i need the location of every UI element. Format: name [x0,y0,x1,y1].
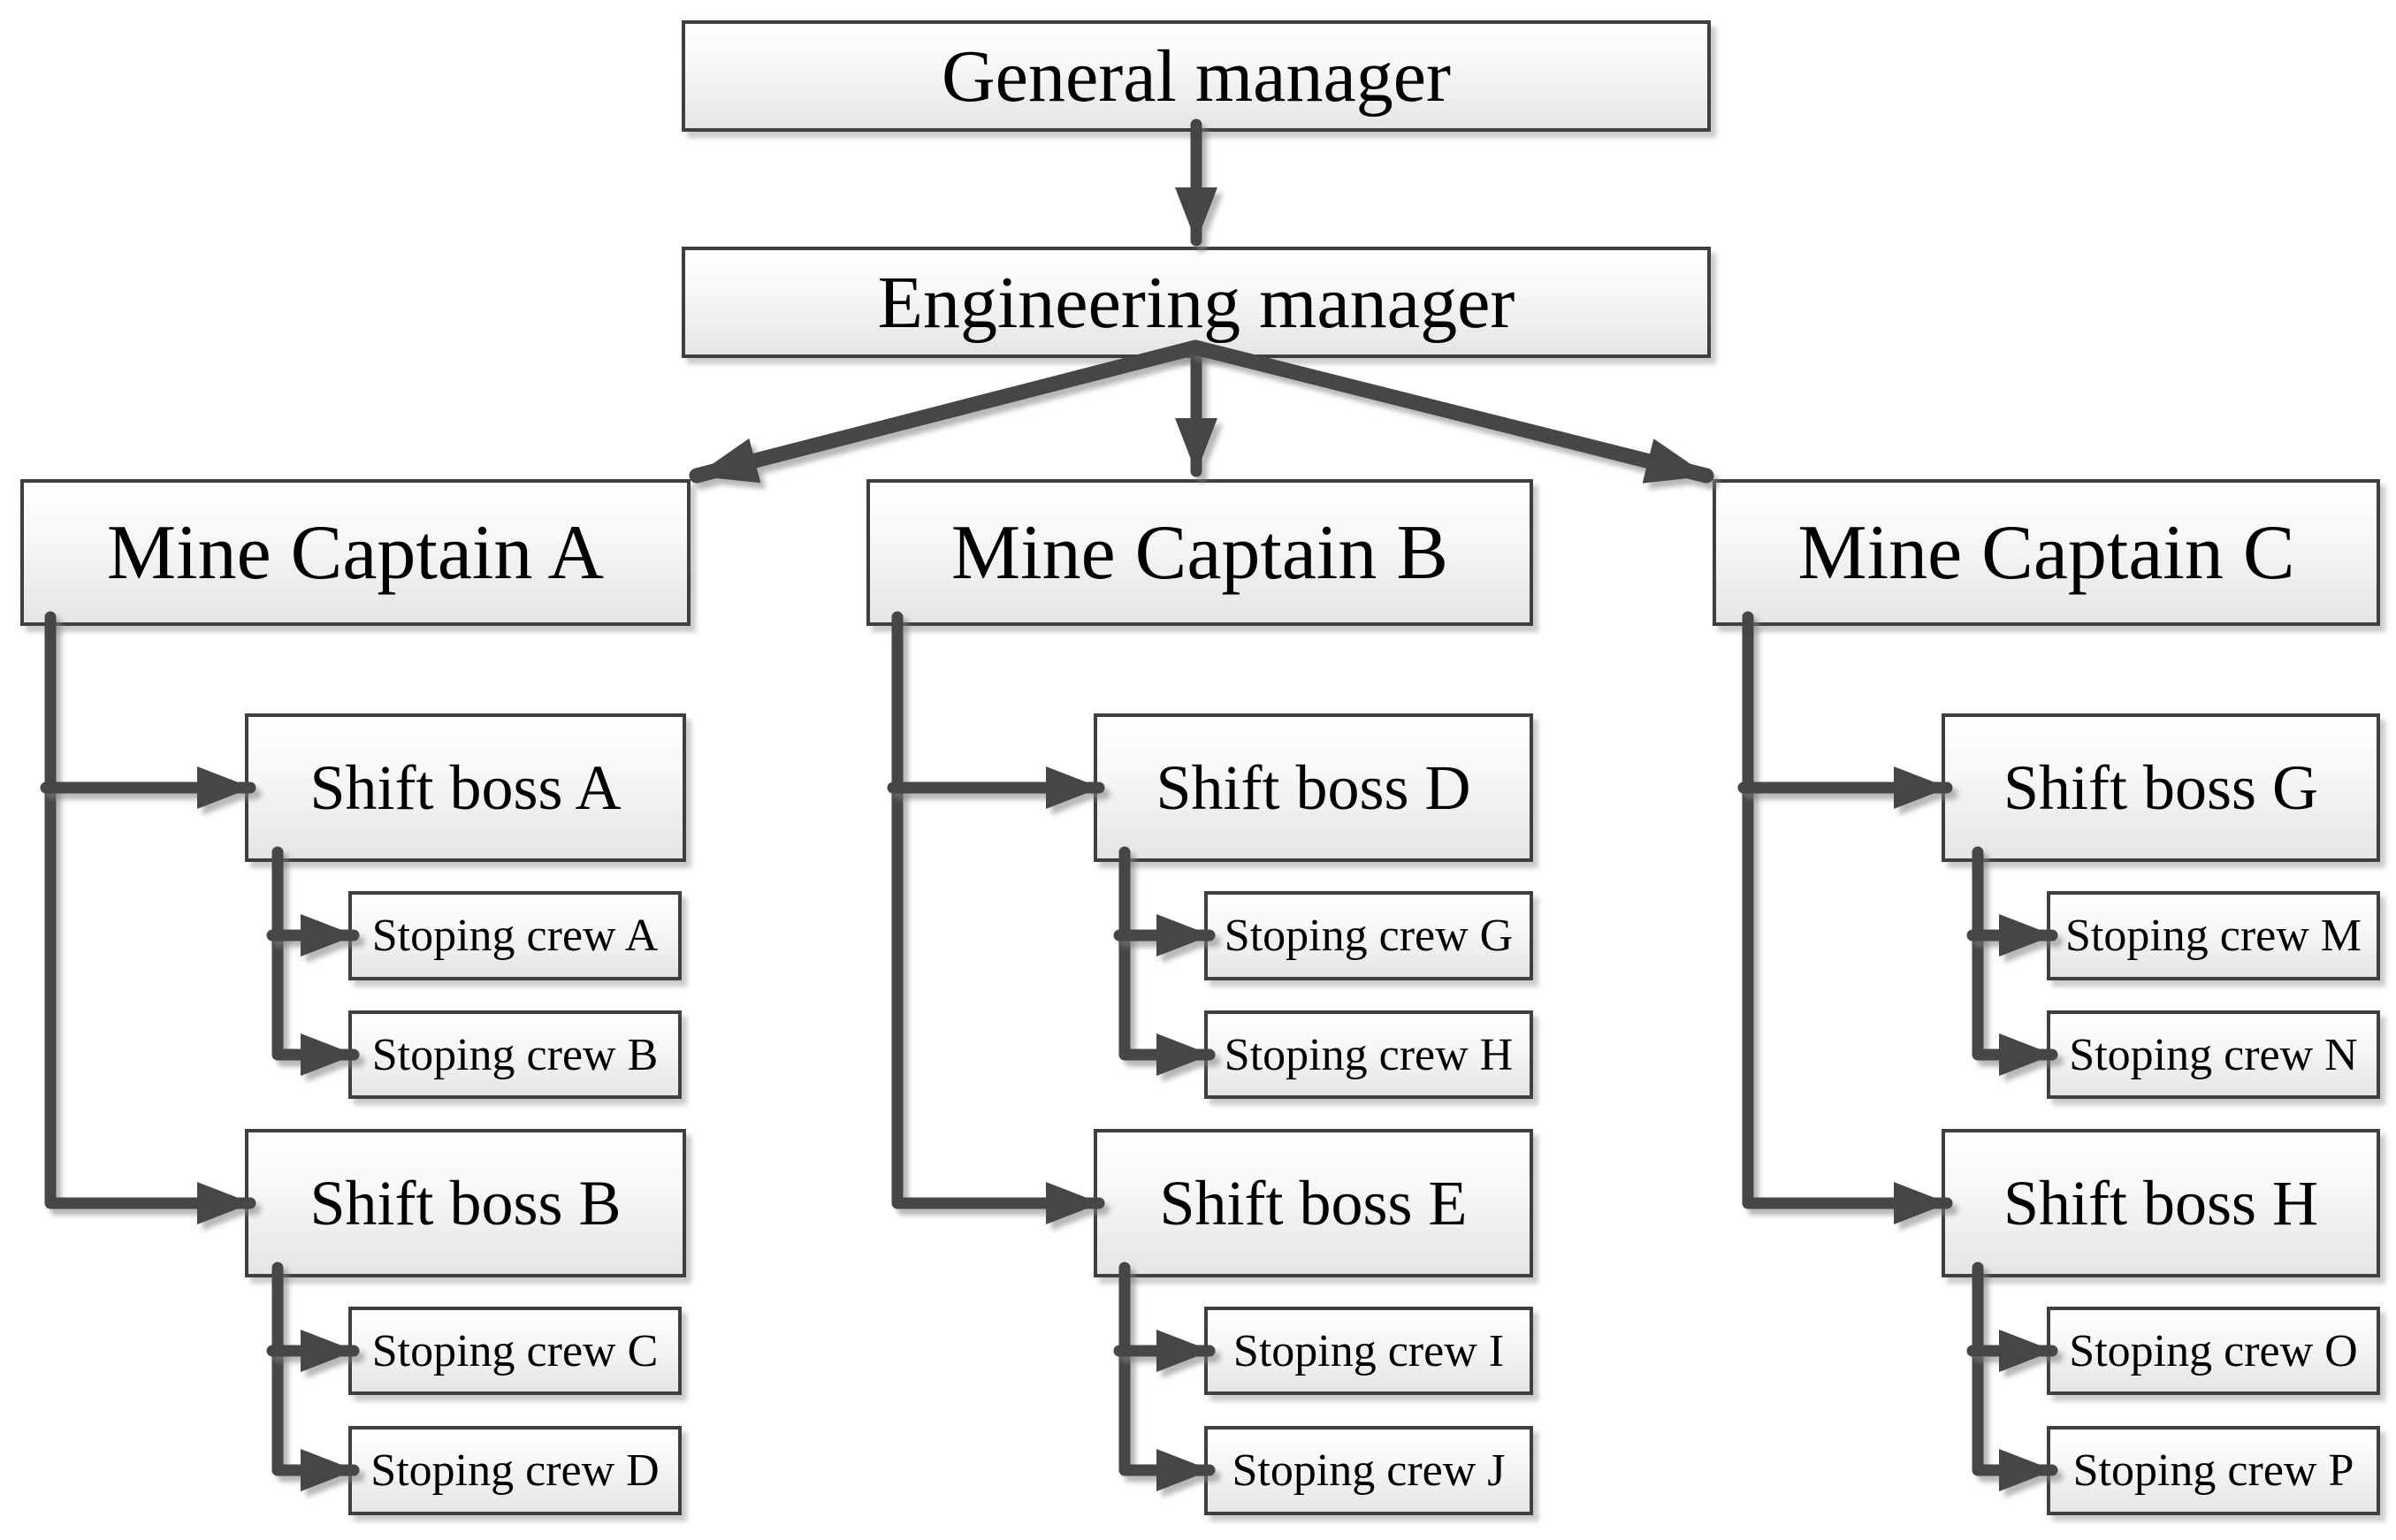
node-mine-captain-b-label: Mine Captain B [950,509,1449,596]
node-shift-boss-a: Shift boss A [245,713,686,862]
node-stoping-crew-m: Stoping crew M [2047,891,2380,980]
edge-captain-c-to-shift-boss-h [1742,611,1953,1224]
node-mine-captain-a-label: Mine Captain A [106,509,605,596]
edge-shift-boss-d-to-crew-h [1118,846,1216,1076]
node-mine-captain-c-label: Mine Captain C [1797,509,2295,596]
node-stoping-crew-h: Stoping crew H [1204,1010,1533,1099]
node-mine-captain-c: Mine Captain C [1713,479,2380,626]
node-stoping-crew-c-label: Stoping crew C [371,1325,659,1376]
node-engineering-manager: Engineering manager [682,247,1711,358]
edge-shift-boss-a-to-crew-b [271,846,360,1076]
node-shift-boss-d: Shift boss D [1094,713,1533,862]
node-shift-boss-b-label: Shift boss B [309,1167,622,1239]
edge-engineering-to-captain-c [1187,339,1714,484]
node-stoping-crew-h-label: Stoping crew H [1224,1029,1514,1080]
edge-shift-boss-e-to-crew-j [1118,1262,1216,1491]
node-stoping-crew-j: Stoping crew J [1204,1426,1533,1515]
edge-shift-boss-h-to-crew-p [1972,1262,2058,1491]
node-stoping-crew-g: Stoping crew G [1204,891,1533,980]
node-stoping-crew-n-label: Stoping crew N [2069,1029,2358,1080]
node-shift-boss-d-label: Shift boss D [1156,751,1471,823]
node-general-manager-label: General manager [942,34,1451,118]
edge-captain-a-to-shift-boss-b [44,611,256,1224]
node-stoping-crew-d-label: Stoping crew D [370,1445,660,1496]
node-stoping-crew-i: Stoping crew I [1204,1307,1533,1395]
node-stoping-crew-b: Stoping crew B [348,1010,682,1099]
node-stoping-crew-c: Stoping crew C [348,1307,682,1395]
node-shift-boss-e-label: Shift boss E [1159,1167,1468,1239]
edge-shift-boss-b-to-crew-d [271,1262,360,1491]
node-mine-captain-b: Mine Captain B [866,479,1533,626]
node-stoping-crew-a: Stoping crew A [348,891,682,980]
node-stoping-crew-n: Stoping crew N [2047,1010,2380,1099]
node-stoping-crew-d: Stoping crew D [348,1426,682,1515]
node-shift-boss-g-label: Shift boss G [2003,751,2319,823]
node-shift-boss-b: Shift boss B [245,1129,686,1277]
edge-captain-b-to-shift-boss-e [891,611,1105,1224]
node-shift-boss-h-label: Shift boss H [2003,1167,2319,1239]
node-shift-boss-e: Shift boss E [1094,1129,1533,1277]
edge-engineering-to-captain-a [689,339,1203,484]
node-shift-boss-g: Shift boss G [1942,713,2380,862]
node-stoping-crew-o: Stoping crew O [2047,1307,2380,1395]
node-stoping-crew-o-label: Stoping crew O [2069,1325,2358,1376]
edge-shift-boss-g-to-crew-n [1972,846,2058,1076]
node-general-manager: General manager [682,20,1711,132]
node-mine-captain-a: Mine Captain A [20,479,691,626]
node-stoping-crew-p: Stoping crew P [2047,1426,2380,1515]
node-stoping-crew-i-label: Stoping crew I [1232,1325,1505,1376]
node-stoping-crew-g-label: Stoping crew G [1224,911,1514,961]
node-shift-boss-a-label: Shift boss A [309,751,622,823]
node-engineering-manager-label: Engineering manager [877,261,1515,344]
node-stoping-crew-p-label: Stoping crew P [2072,1445,2354,1496]
node-stoping-crew-a-label: Stoping crew A [371,911,659,961]
node-stoping-crew-b-label: Stoping crew B [371,1029,659,1080]
node-stoping-crew-j-label: Stoping crew J [1232,1445,1506,1496]
node-stoping-crew-m-label: Stoping crew M [2064,911,2362,961]
node-shift-boss-h: Shift boss H [1942,1129,2380,1277]
